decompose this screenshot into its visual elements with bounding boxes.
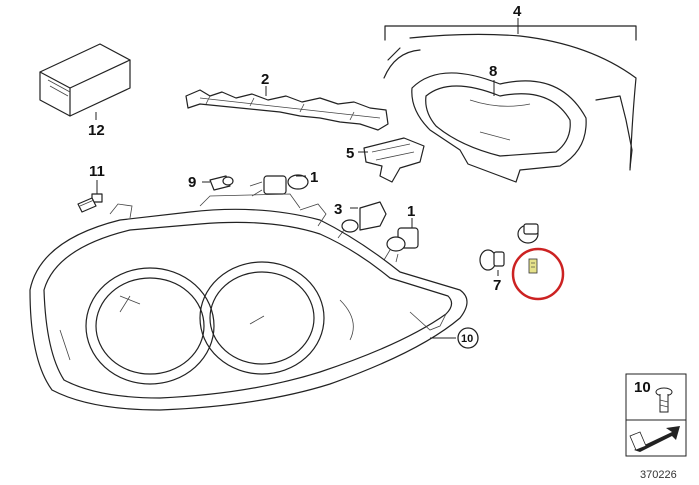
figure-number: 370226: [640, 469, 677, 481]
part-9-bulb[interactable]: [209, 175, 234, 191]
legend-arrow-icon: [629, 426, 680, 452]
callout-7: 7: [493, 277, 501, 294]
callout-10-circle: [457, 327, 479, 349]
part-11-screw[interactable]: [77, 193, 103, 213]
callout-1a: 1: [310, 169, 318, 186]
callout-4: 4: [513, 3, 522, 20]
highlighted-part[interactable]: [528, 258, 538, 274]
headlight-housing[interactable]: [29, 193, 468, 411]
highlight-circle: [511, 247, 565, 301]
callout-10: 10: [461, 333, 473, 345]
part-8-frame[interactable]: [411, 72, 587, 183]
callout-5: 5: [346, 145, 354, 162]
callout-9: 9: [188, 174, 196, 191]
callout-11: 11: [89, 163, 105, 180]
part-7-marker-bulb[interactable]: [479, 223, 539, 271]
callout-8: 8: [489, 63, 497, 80]
part-3-bulb-socket[interactable]: [337, 201, 387, 239]
callout-3: 3: [334, 201, 342, 218]
legend-box-10: [625, 373, 687, 457]
legend-number: 10: [634, 379, 651, 396]
part-2-bracket[interactable]: [185, 89, 389, 131]
part-12-box[interactable]: [39, 43, 131, 117]
callout-1b: 1: [407, 203, 415, 220]
part-1-bulb-lower[interactable]: [383, 227, 419, 263]
callout-2: 2: [261, 71, 269, 88]
legend-screw-icon: [655, 387, 673, 413]
part-4-wire-set[interactable]: [383, 25, 637, 171]
callout-12: 12: [88, 122, 105, 139]
part-1-bulb-upper[interactable]: [249, 174, 309, 197]
part-5-clip[interactable]: [363, 137, 425, 183]
